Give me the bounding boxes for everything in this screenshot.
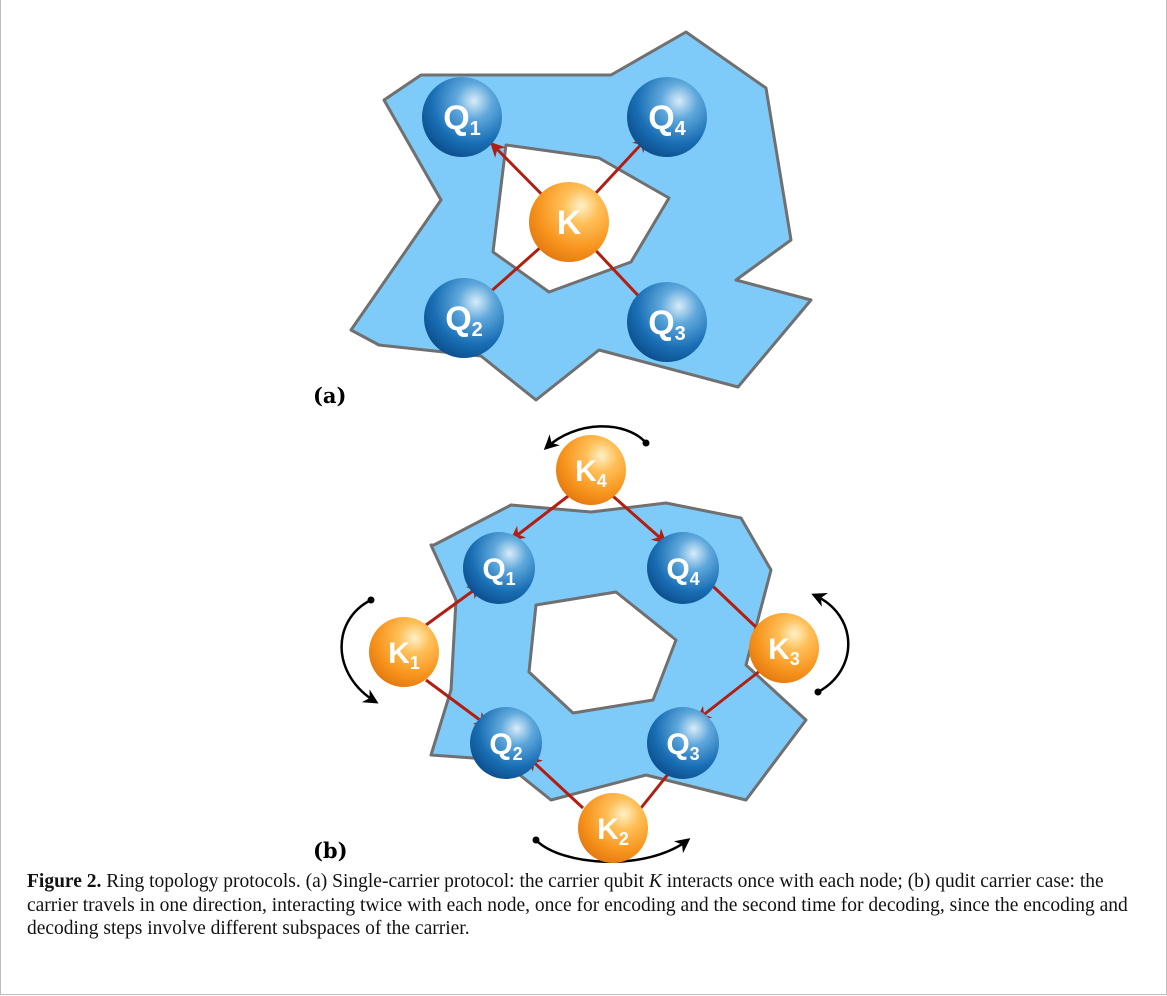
node-q1-a: Q1 [422, 77, 502, 157]
node-letter: Q [443, 99, 469, 137]
svg-text:Q2: Q2 [445, 300, 483, 341]
node-q4-b: Q4 [647, 532, 719, 604]
carrier-letter: K [557, 204, 582, 242]
node-subscript: 1 [506, 569, 516, 589]
arrow-k2-to-q2 [526, 755, 585, 810]
rotation-arrow-k1 [340, 598, 379, 704]
rotation-arrow-k3 [811, 593, 850, 694]
node-subscript: 1 [470, 118, 481, 140]
panel-label-b: (b) [313, 838, 348, 863]
carrier-k-a: K [529, 182, 609, 262]
arrow-k1-to-q1 [425, 583, 483, 627]
figure-caption: Figure 2. Ring topology protocols. (a) S… [27, 870, 1145, 941]
svg-text:K2: K2 [597, 813, 629, 849]
carrier-letter: K [597, 813, 619, 846]
caption-italic-k: K [648, 871, 662, 892]
node-q1-b: Q1 [463, 532, 535, 604]
panel-a: Q1 Q4 Q2 Q3 [313, 30, 813, 408]
carrier-subscript: 4 [597, 471, 607, 491]
node-subscript: 3 [675, 323, 686, 345]
svg-text:Q3: Q3 [666, 728, 699, 764]
svg-text:Q1: Q1 [443, 99, 481, 140]
carrier-subscript: 1 [410, 653, 420, 673]
arrow-k3-to-q3 [695, 668, 762, 722]
rotation-arrow-k4 [543, 425, 647, 451]
node-q2-b: Q2 [470, 707, 542, 779]
node-letter: Q [648, 99, 674, 137]
svg-text:Q3: Q3 [648, 304, 686, 345]
node-letter: Q [666, 553, 689, 586]
carrier-k1-b: K1 [369, 617, 439, 687]
node-q3-b: Q3 [647, 707, 719, 779]
node-letter: Q [489, 728, 512, 761]
caption-text-2: interacts once with each node; (b) qudit… [27, 871, 1128, 939]
svg-text:K1: K1 [388, 637, 420, 673]
panel-b: Q1 Q4 Q2 Q3 [313, 425, 850, 863]
panel-label-a: (a) [313, 383, 346, 408]
svg-text:Q4: Q4 [648, 99, 686, 140]
arrow-k4-to-q4 [605, 488, 668, 545]
arrow-k4-to-q1 [509, 488, 577, 542]
carrier-letter: K [388, 637, 410, 670]
svg-text:K4: K4 [575, 455, 607, 491]
carrier-subscript: 3 [790, 649, 800, 669]
svg-text:Q1: Q1 [482, 553, 515, 589]
node-q4-a: Q4 [627, 77, 707, 157]
arrow-k1-to-q2 [425, 678, 490, 728]
node-subscript: 2 [513, 744, 523, 764]
node-subscript: 4 [675, 118, 687, 140]
node-q3-a: Q3 [627, 282, 707, 362]
node-letter: Q [666, 728, 689, 761]
carrier-k4-b: K4 [556, 435, 626, 505]
node-subscript: 3 [690, 744, 700, 764]
node-letter: Q [445, 300, 471, 338]
carrier-letter: K [575, 455, 597, 488]
carrier-arrows-b [425, 488, 762, 810]
caption-text-1: Ring topology protocols. (a) Single-carr… [101, 871, 649, 892]
node-subscript: 2 [472, 319, 483, 341]
svg-text:K3: K3 [768, 633, 800, 669]
carrier-letter: K [768, 633, 790, 666]
svg-text:Q2: Q2 [489, 728, 522, 764]
node-q2-a: Q2 [424, 278, 504, 358]
ring-topology-diagram: Q1 Q4 Q2 Q3 [313, 30, 850, 863]
carrier-subscript: 2 [619, 829, 629, 849]
carrier-k3-b: K3 [749, 613, 819, 683]
caption-title: Figure 2. [27, 871, 102, 892]
carrier-k2-b: K2 [578, 793, 648, 863]
node-subscript: 4 [690, 569, 700, 589]
node-letter: Q [482, 553, 505, 586]
svg-text:Q4: Q4 [666, 553, 699, 589]
node-letter: Q [648, 304, 674, 342]
